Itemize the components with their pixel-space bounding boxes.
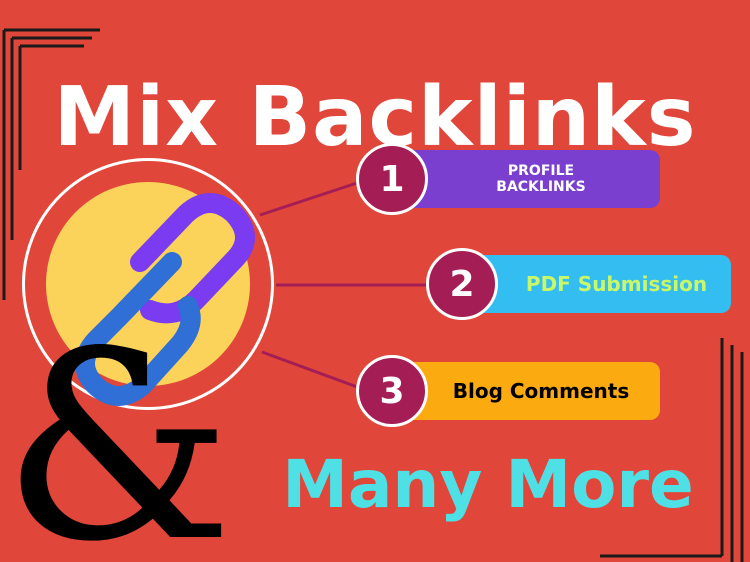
item-pill-3: Blog Comments — [392, 362, 660, 420]
item-number-badge-3: 3 — [356, 355, 428, 427]
item-pill-2: PDF Submission — [462, 255, 731, 313]
footer-tagline: Many More — [282, 446, 694, 523]
item-number-badge-1: 1 — [356, 143, 428, 215]
item-number-badge-2: 2 — [426, 248, 498, 320]
ampersand-glyph: & — [2, 297, 234, 562]
logo-ring — [22, 158, 274, 410]
item-pill-1: PROFILE BACKLINKS — [392, 150, 660, 208]
page-title: Mix Backlinks — [53, 69, 697, 165]
item-label-1: PROFILE BACKLINKS — [496, 162, 586, 195]
item-label-2: PDF Submission — [525, 272, 708, 296]
item-label-3: Blog Comments — [452, 379, 630, 403]
